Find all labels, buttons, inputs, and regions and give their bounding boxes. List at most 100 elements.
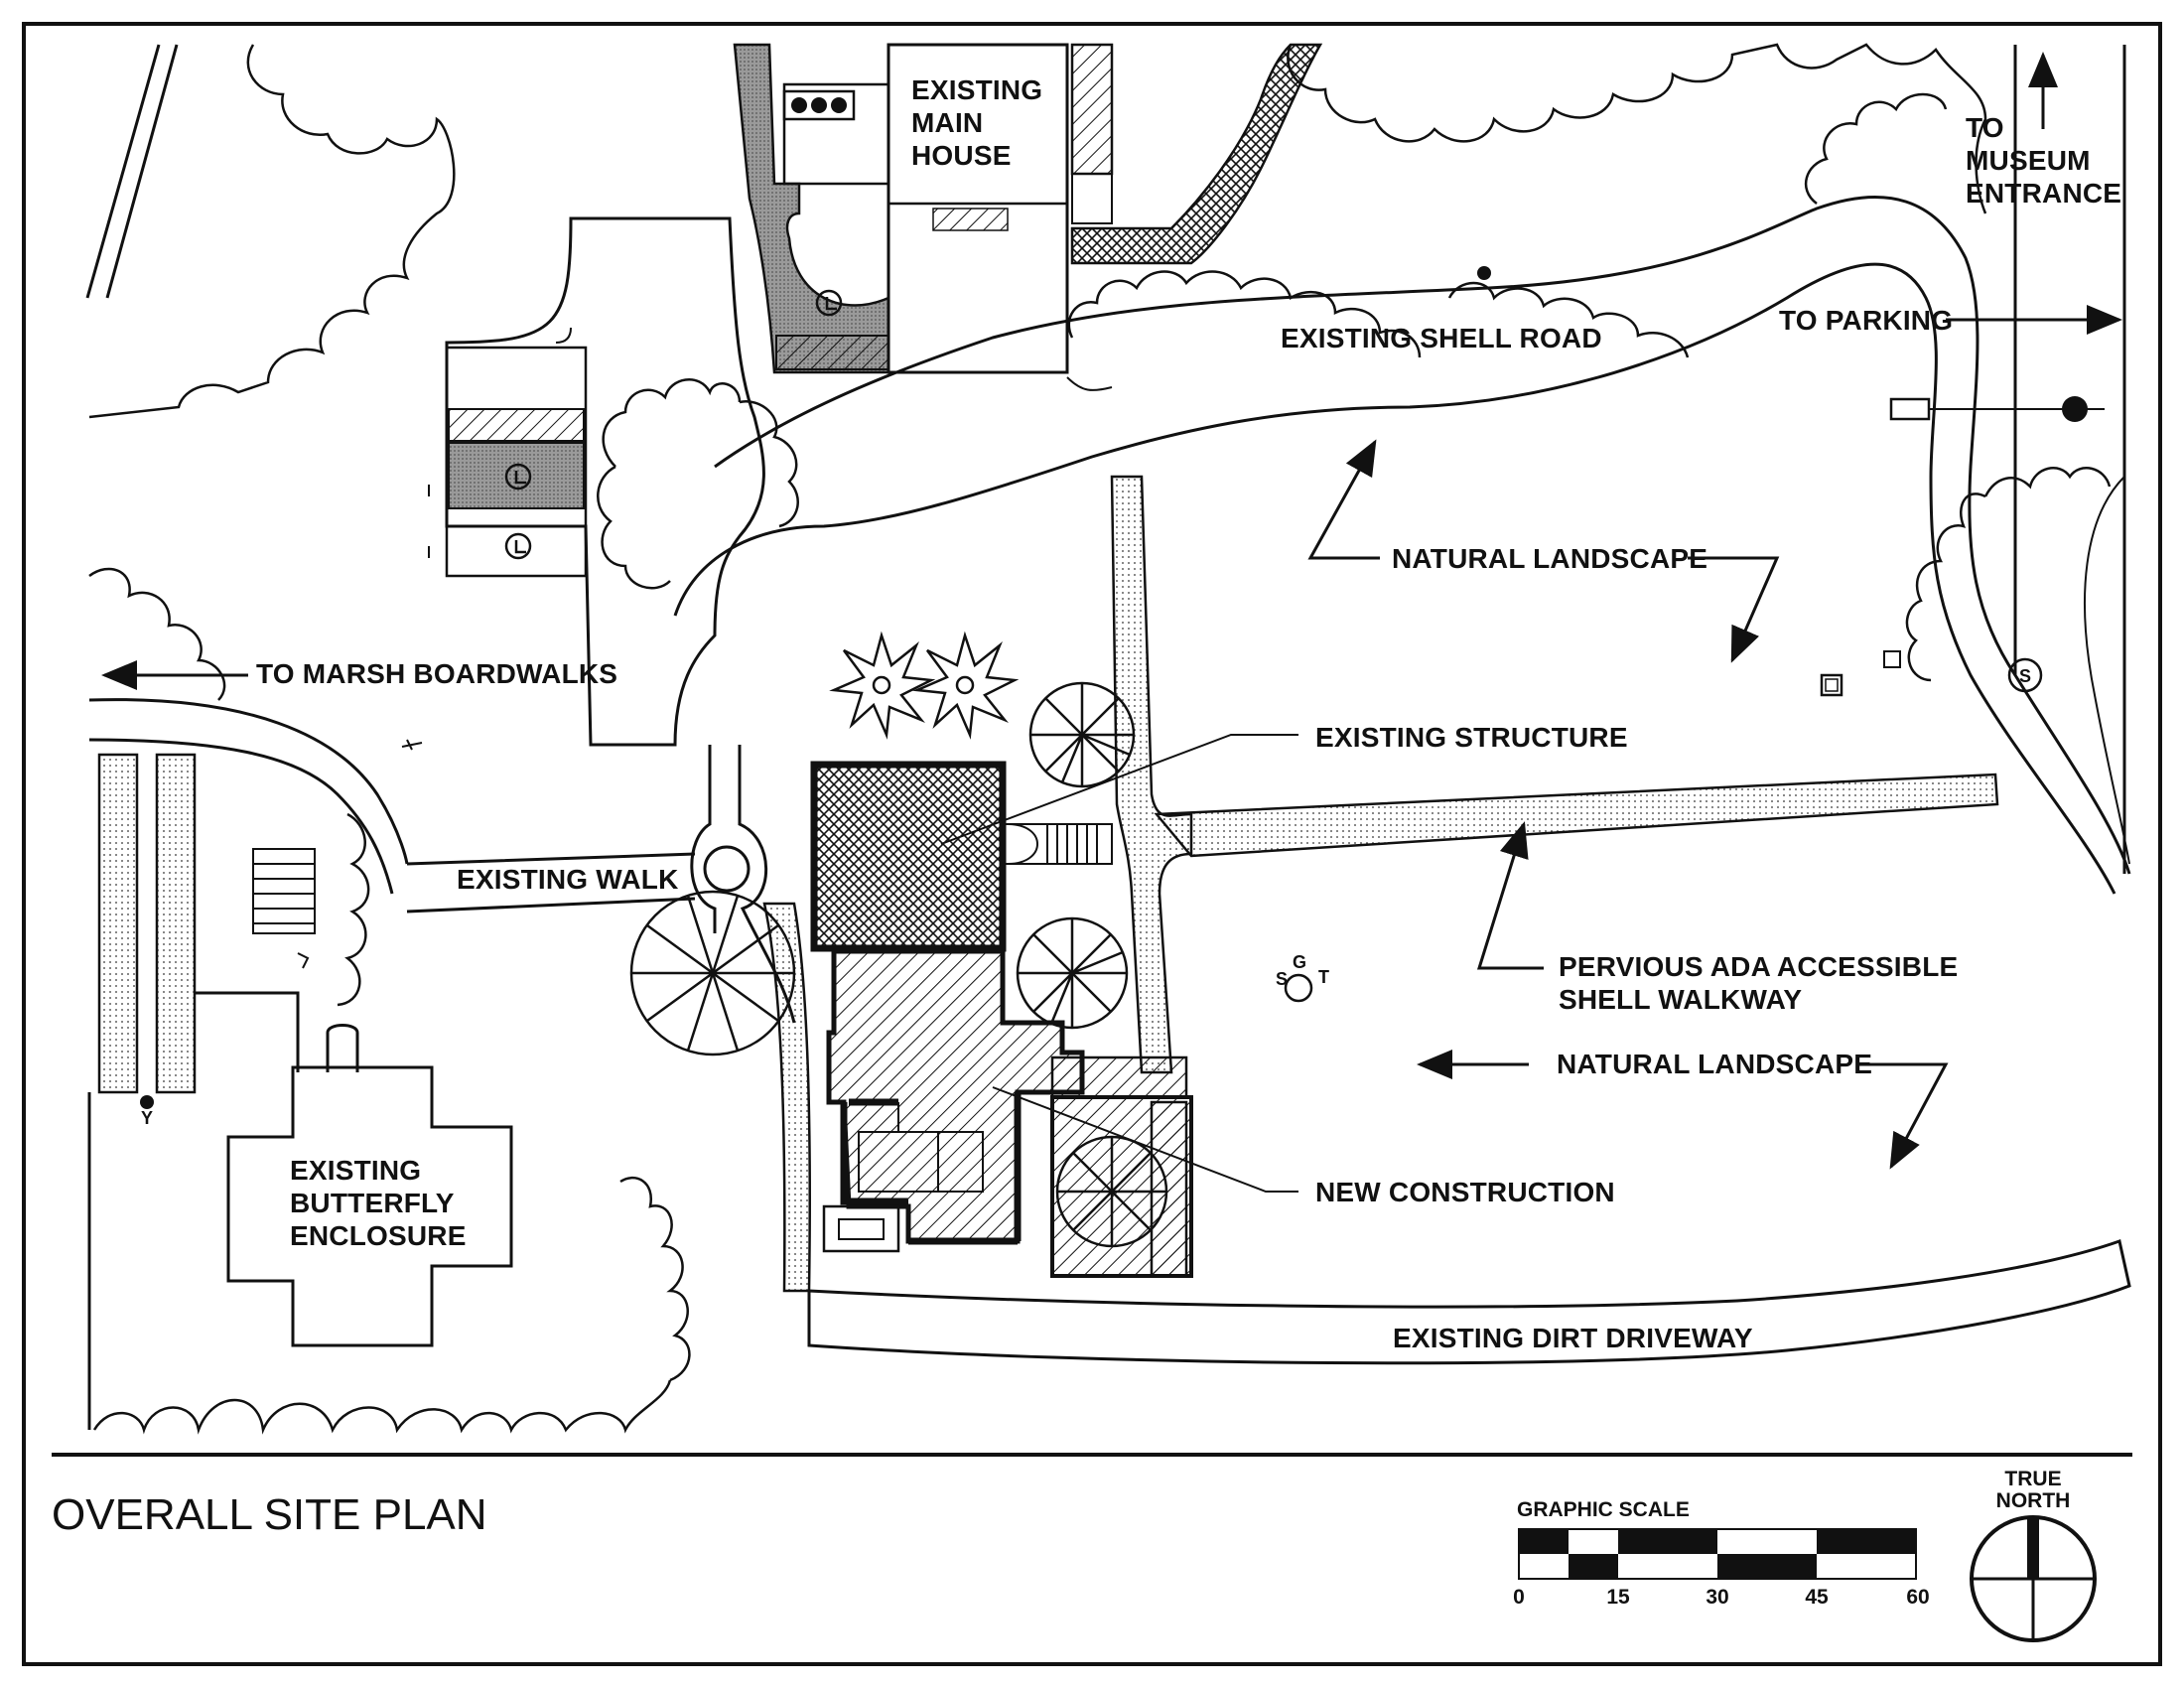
diag-road-2 xyxy=(105,44,179,299)
boardwalk-strip-2 xyxy=(155,753,197,1094)
house-strip xyxy=(1070,43,1114,176)
brick-walk xyxy=(1070,43,1323,265)
sgt-marker xyxy=(1284,973,1313,1003)
main-house-equipment xyxy=(782,89,856,121)
label-dirt-driveway: EXISTING DIRT DRIVEWAY xyxy=(1393,1323,1753,1353)
new-construction-building xyxy=(826,948,1085,1244)
label-natural-top: NATURAL LANDSCAPE xyxy=(1392,543,1707,574)
canopy-right-top-lower xyxy=(1805,92,1948,205)
canopy-center xyxy=(602,378,742,468)
label-pervious-1: PERVIOUS ADA ACCESSIBLE xyxy=(1559,951,1958,982)
north-label-1: TRUE xyxy=(2004,1468,2061,1490)
steps-left xyxy=(252,848,316,934)
tree-icon xyxy=(1055,1135,1168,1248)
leader-existing-structure xyxy=(940,734,1298,845)
north-label-2: NORTH xyxy=(1996,1489,2071,1512)
scale-tick-60: 60 xyxy=(1906,1586,1929,1609)
accessible-parking-icon xyxy=(504,463,532,491)
label-existing-walk: EXISTING WALK xyxy=(457,864,679,895)
boardwalk-strip-1 xyxy=(97,753,139,1094)
equipment-unit xyxy=(791,97,807,113)
graphic-scale-label: GRAPHIC SCALE xyxy=(1517,1498,1690,1521)
scale-tick-30: 30 xyxy=(1706,1586,1728,1609)
scale-tick-45: 45 xyxy=(1805,1586,1829,1609)
leader-natural-top-right xyxy=(1688,556,1780,663)
canopy-top-left xyxy=(88,44,456,419)
label-main-house-1: EXISTING xyxy=(911,74,1042,105)
canopy-road-right xyxy=(1447,281,1690,358)
main-house-drive xyxy=(733,43,890,374)
y-marker xyxy=(140,1095,154,1109)
sgt-t: T xyxy=(1318,967,1329,987)
main-house-interior xyxy=(887,202,1069,374)
scale-tick-0: 0 xyxy=(1513,1586,1525,1609)
tree-icon xyxy=(629,890,796,1056)
new-construction-rooms xyxy=(858,1102,984,1193)
canopy-center-3 xyxy=(739,399,799,528)
label-pervious-2: SHELL WALKWAY xyxy=(1559,984,1802,1015)
utility-marker xyxy=(1477,266,1491,280)
label-museum-2: MUSEUM xyxy=(1966,145,2091,176)
small-symbol-2 xyxy=(297,952,310,969)
shrub-icon xyxy=(912,631,1020,740)
existing-walk xyxy=(406,852,696,914)
main-house-porch xyxy=(782,82,890,186)
label-new-construction: NEW CONSTRUCTION xyxy=(1315,1177,1615,1207)
new-construction-tank xyxy=(822,1204,900,1253)
accessible-parking-icon xyxy=(504,532,532,560)
label-marsh-boardwalks: TO MARSH BOARDWALKS xyxy=(256,658,617,689)
canopy-center-2 xyxy=(597,465,671,590)
s-marker xyxy=(2007,657,2043,693)
label-existing-structure: EXISTING STRUCTURE xyxy=(1315,722,1628,753)
existing-structure-building xyxy=(810,761,1007,952)
north-arrow-icon xyxy=(1970,1515,2097,1642)
leader-new-construction xyxy=(992,1086,1298,1193)
canopy-left-mid-2 xyxy=(337,812,370,1007)
canopy-mid-right xyxy=(1067,270,1422,358)
structure-stairs xyxy=(1003,823,1113,865)
equipment-unit xyxy=(831,97,847,113)
label-butterfly-1: EXISTING xyxy=(290,1155,421,1186)
accessible-parking-icon xyxy=(815,289,843,317)
canopy-left-mid xyxy=(88,567,226,701)
right-curve-road xyxy=(2084,476,2130,865)
sgt-s: S xyxy=(1276,969,1288,989)
house-strip-2 xyxy=(1071,173,1113,224)
label-main-house-2: MAIN xyxy=(911,107,983,138)
s-marker-label: S xyxy=(2019,666,2031,686)
label-natural-bottom: NATURAL LANDSCAPE xyxy=(1557,1049,1872,1079)
tree-icon xyxy=(1028,681,1136,788)
new-construction-walls xyxy=(840,1092,1022,1245)
new-construction-tank-inner xyxy=(838,1218,885,1240)
diag-road-1 xyxy=(85,44,161,299)
canopy-right-mid xyxy=(1905,492,1986,682)
road-inner-edge xyxy=(1066,376,1113,391)
scale-tick-15: 15 xyxy=(1606,1586,1630,1609)
drive-hatch xyxy=(775,335,889,370)
small-box-double-inner xyxy=(1825,678,1839,692)
steps-left-treads xyxy=(253,863,315,924)
canopy-right-mid-2 xyxy=(1983,467,2112,497)
shrub-icon xyxy=(829,631,936,740)
y-marker-label: Y xyxy=(141,1108,153,1128)
new-construction-deck xyxy=(1150,1100,1188,1278)
leader-natural-top-left xyxy=(1307,439,1380,560)
label-museum-1: TO xyxy=(1966,112,2004,143)
label-main-house-3: HOUSE xyxy=(911,140,1012,171)
sgt-g: G xyxy=(1293,952,1306,972)
equipment-pad xyxy=(1889,397,1931,421)
shell-road-edge-upper xyxy=(714,195,2131,875)
parking-inner xyxy=(555,327,572,344)
equipment-unit xyxy=(811,97,827,113)
canopy-right-top xyxy=(1287,43,1987,214)
small-box xyxy=(1883,650,1901,668)
label-shell-road: EXISTING SHELL ROAD xyxy=(1281,323,1602,353)
leader-pervious xyxy=(1476,821,1544,970)
canopy-bottom-left-2 xyxy=(619,1176,691,1382)
label-to-parking: TO PARKING xyxy=(1779,305,1953,336)
parking-hatch xyxy=(448,408,585,442)
parking-outline xyxy=(445,216,765,747)
tree-icon xyxy=(1016,916,1129,1030)
dirt-driveway xyxy=(807,1239,2131,1365)
